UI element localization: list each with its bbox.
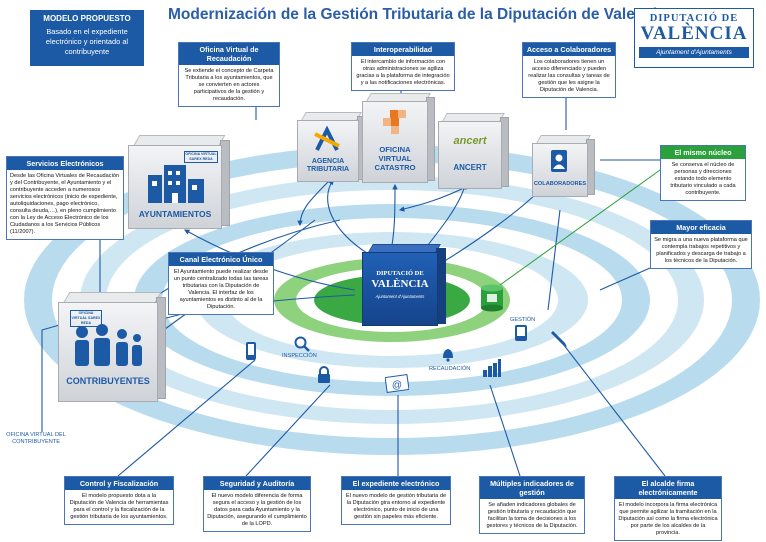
box-body: El nuevo modelo diferencia de forma segu…: [207, 493, 307, 527]
box-title: Acceso a Colaboradores: [523, 43, 615, 56]
envelope-at-icon: @: [385, 373, 409, 393]
cube-diputacio-center: DIPUTACIÓ DE VALÈNCIA Ajuntament d'Ajunt…: [362, 244, 446, 326]
box-title: El expediente electrónico: [342, 477, 450, 490]
box-indicadores: Múltiples indicadores de gestión Se añad…: [479, 476, 585, 534]
cube-contribuyentes: OFICINA VIRTUAL SAREX REDA CONTRIBUYENTE…: [58, 292, 166, 402]
mobile-icon: [246, 342, 256, 360]
cube-ayuntamientos: OFICINA VIRTUAL SAREX REDA AYUNTAMIENTOS: [128, 135, 230, 229]
database-icon: [481, 284, 503, 312]
box-body: El modelo incorpora la firma electrónica…: [618, 502, 718, 536]
modelo-body: Basado en el expediente electrónico y or…: [45, 27, 129, 56]
box-title: El mismo núcleo: [661, 146, 745, 159]
box-body: El intercambio de información con otras …: [356, 59, 450, 86]
box-mismo-nucleo: El mismo núcleo Se conserva el núcleo de…: [660, 145, 746, 201]
catastro-logo-icon: [383, 110, 406, 134]
people-icon: [75, 324, 142, 366]
box-title: El alcalde firma electrónicamente: [615, 477, 721, 499]
logo-line2: VALÈNCIA: [640, 23, 748, 44]
cube-colaboradores: COLABORADORES: [532, 135, 595, 197]
label-recaudacion: RECAUDACIÓN: [429, 366, 471, 372]
id-card-icon: [551, 150, 567, 172]
cube-label: COLABORADORES: [533, 181, 587, 187]
box-body: Desde las Oficina Virtuales de Recaudaci…: [10, 173, 120, 235]
page-title: Modernización de la Gestión Tributaria d…: [168, 6, 666, 23]
box-mayor-eficacia: Mayor eficacia Se migra a una nueva plat…: [650, 220, 752, 269]
box-body: Los colaboradores tienen un acceso difer…: [528, 59, 610, 93]
label-inspeccion: INSPECCIÓN: [282, 353, 317, 359]
center-logo-line3: Ajuntament d'Ajuntaments: [375, 294, 425, 299]
ancert-logo-text: ancert: [453, 135, 487, 147]
box-interoperabilidad: Interoperabilidad El intercambio de info…: [351, 42, 455, 91]
modelo-heading: MODELO PROPUESTO: [43, 14, 131, 23]
lock-icon: [318, 366, 330, 383]
cube-badge: OFICINA VIRTUAL SAREX REDA: [184, 151, 218, 163]
box-expediente: El expediente electrónico El nuevo model…: [341, 476, 451, 525]
mobile-icon: [515, 325, 527, 341]
cube-ancert: ancert ANCERT: [438, 113, 509, 189]
diputacio-logo: DIPUTACIÓ DE VALÈNCIA Ajuntament d'Ajunt…: [634, 8, 754, 68]
box-acceso-colaboradores: Acceso a Colaboradores Los colaboradores…: [522, 42, 616, 98]
cube-label: ANCERT: [453, 163, 487, 172]
box-body: Se añaden indicadores globales de gestió…: [486, 502, 578, 529]
label-oficina-contribuyente: OFICINA VIRTUAL DEL CONTRIBUYENTE: [6, 432, 66, 445]
center-logo-line2: VALÈNCIA: [371, 278, 429, 290]
box-title: Interoperabilidad: [352, 43, 454, 56]
search-icon: [294, 336, 310, 352]
box-title: Servicios Electrónicos: [7, 157, 123, 170]
box-servicios-electronicos: Servicios Electrónicos Desde las Oficina…: [6, 156, 124, 240]
pen-icon: [551, 331, 567, 347]
box-title: Múltiples indicadores de gestión: [480, 477, 584, 499]
box-body: El Ayuntamiento puede realizar desde un …: [173, 269, 269, 310]
box-title: Oficina Virtual de Recaudación: [179, 43, 279, 65]
box-title: Mayor eficacia: [651, 221, 751, 234]
buildings-icon: [148, 165, 204, 203]
box-firma: El alcalde firma electrónicamente El mod…: [614, 476, 722, 541]
cube-badge: OFICINA VIRTUAL SAREX REDA: [70, 310, 102, 327]
box-control: Control y Fiscalización El modelo propue…: [64, 476, 174, 525]
cube-label: AYUNTAMIENTOS: [138, 209, 212, 219]
box-seguridad: Seguridad y Auditoría El nuevo modelo di…: [203, 476, 311, 532]
logo-line1: DIPUTACIÓ DE: [649, 13, 739, 24]
agencia-logo-icon: [314, 126, 340, 151]
bell-icon: [443, 349, 453, 362]
box-title: Control y Fiscalización: [65, 477, 173, 490]
cube-oficina-catastro: OFICINA VIRTUAL CATASTRO: [362, 93, 435, 183]
green-link-line: [499, 169, 661, 286]
logo-line3: Ajuntament d'Ajuntaments: [639, 47, 749, 58]
cube-label: OFICINA VIRTUAL CATASTRO: [374, 145, 416, 172]
cube-label: CONTRIBUYENTES: [66, 376, 150, 386]
label-gestion: GESTIÓN: [510, 317, 536, 323]
box-body: El modelo propuesto dota a la Diputación…: [69, 493, 169, 520]
box-body: El nuevo modelo de gestión tributaria de…: [345, 493, 447, 520]
box-body: Se migra a una nueva plataforma que cont…: [654, 237, 748, 264]
box-title: Seguridad y Auditoría: [204, 477, 310, 490]
modelo-propuesto-box: MODELO PROPUESTO Basado en el expediente…: [30, 10, 144, 66]
box-canal-unico: Canal Electrónico Único El Ayuntamiento …: [168, 252, 274, 315]
box-body: Se conserva el núcleo de personas y dire…: [670, 162, 736, 196]
svg-text:@: @: [392, 380, 402, 391]
cube-agencia-tributaria: AGENCIA TRIBUTARIA: [297, 112, 366, 182]
cube-label: AGENCIA TRIBUTARIA: [306, 158, 350, 173]
box-title: Canal Electrónico Único: [169, 253, 273, 266]
center-logo-line1: DIPUTACIÓ DE: [376, 270, 424, 277]
box-oficina-virtual: Oficina Virtual de Recaudación Se extien…: [178, 42, 280, 107]
box-body: Se extiende el concepto de Carpeta Tribu…: [184, 68, 274, 102]
bar-chart-icon: [483, 359, 501, 377]
